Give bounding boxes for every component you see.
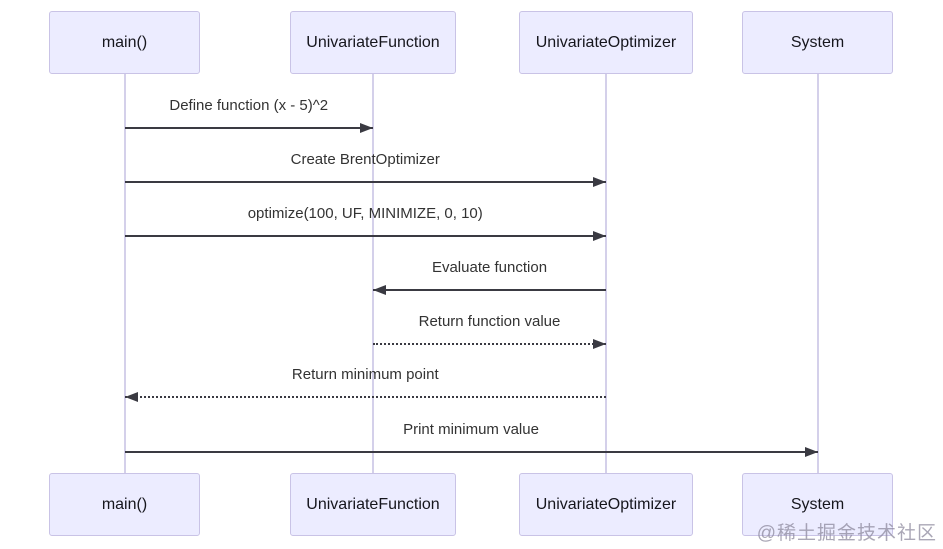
- actor-label: System: [790, 33, 845, 51]
- arrowhead-2: [593, 177, 606, 187]
- arrowhead-7: [804, 447, 818, 457]
- lifeline-main: [123, 74, 126, 473]
- arrowhead-6: [124, 392, 138, 402]
- message-label-7: Print minimum value: [403, 421, 539, 438]
- message-label-1: Define function (x - 5)^2: [169, 97, 329, 114]
- actor-system-top: System: [742, 11, 893, 74]
- arrowhead-1: [360, 123, 373, 133]
- lifeline-univariate-optimizer: [605, 74, 607, 473]
- actor-main-bottom: main(): [49, 473, 200, 536]
- arrowhead-3: [593, 231, 606, 241]
- message-label-4: Evaluate function: [431, 259, 548, 276]
- actor-univariate-optimizer-top: UnivariateOptimizer: [519, 11, 693, 74]
- actor-system-bottom: System: [742, 473, 893, 536]
- arrowhead-5: [593, 339, 606, 349]
- message-line-6: [124, 396, 606, 398]
- message-label-2: Create BrentOptimizer: [290, 151, 440, 168]
- actor-label: UnivariateOptimizer: [535, 33, 677, 51]
- message-line-3: [124, 235, 606, 237]
- lifeline-system: [816, 74, 819, 473]
- message-line-5: [373, 343, 606, 345]
- message-line-1: [124, 127, 373, 129]
- message-label-3: optimize(100, UF, MINIMIZE, 0, 10): [247, 205, 483, 222]
- message-line-4: [373, 289, 606, 291]
- actor-label: System: [790, 495, 845, 513]
- actor-label: main(): [101, 495, 148, 513]
- actor-univariate-function-top: UnivariateFunction: [290, 11, 456, 74]
- actor-label: UnivariateOptimizer: [535, 495, 677, 513]
- message-line-2: [124, 181, 606, 183]
- watermark: @稀土掘金技术社区: [756, 523, 937, 544]
- actor-main-top: main(): [49, 11, 200, 74]
- arrowhead-4: [373, 285, 386, 295]
- message-label-6: Return minimum point: [291, 366, 439, 383]
- message-line-7: [124, 451, 818, 453]
- actor-label: UnivariateFunction: [306, 33, 440, 51]
- lifeline-univariate-function: [372, 74, 374, 473]
- actor-label: UnivariateFunction: [306, 495, 440, 513]
- message-label-5: Return function value: [418, 313, 561, 330]
- actor-univariate-optimizer-bottom: UnivariateOptimizer: [519, 473, 693, 536]
- actor-label: main(): [101, 33, 148, 51]
- actor-univariate-function-bottom: UnivariateFunction: [290, 473, 456, 536]
